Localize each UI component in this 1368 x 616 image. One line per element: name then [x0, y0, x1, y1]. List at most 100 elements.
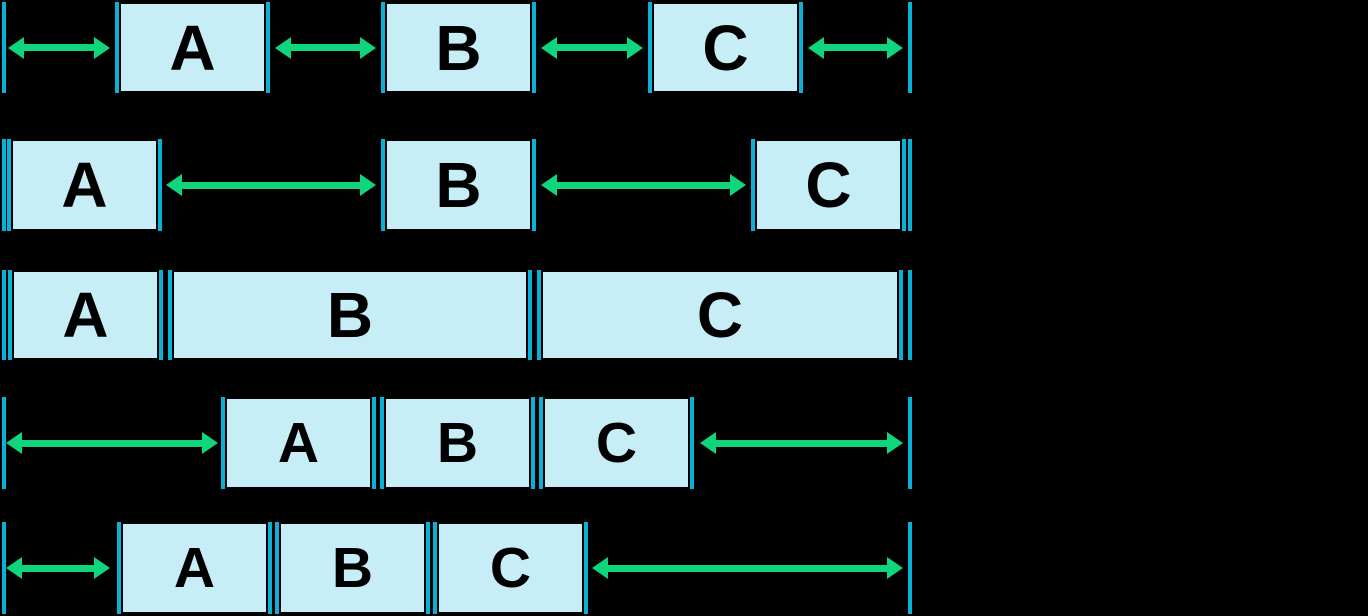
- flex-item-a: A: [8, 270, 163, 360]
- item-start-edge-bar: [275, 522, 279, 614]
- flex-item-c: C: [433, 522, 588, 614]
- item-end-edge-bar: [532, 139, 536, 231]
- arrow-head-right-icon: [627, 36, 643, 59]
- item-box: A: [121, 522, 268, 614]
- arrow-head-left-icon: [541, 174, 557, 196]
- item-label: B: [435, 149, 482, 221]
- row-space-between: A B C: [0, 139, 916, 231]
- item-box: B: [385, 139, 532, 231]
- row-equal-gaps-around-and-between: A B C: [0, 2, 916, 93]
- item-box: A: [12, 270, 159, 360]
- flex-item-a: A: [221, 397, 376, 489]
- item-start-edge-bar: [8, 270, 12, 360]
- container-start-edge-bar: [2, 522, 6, 614]
- item-start-edge-bar: [168, 270, 172, 360]
- item-end-edge-bar: [799, 2, 803, 93]
- item-label: B: [326, 279, 374, 351]
- item-end-edge-bar: [372, 397, 376, 489]
- item-box: C: [755, 139, 902, 231]
- row-centered-group: A B C: [0, 397, 916, 489]
- arrow-head-right-icon: [887, 36, 903, 59]
- container-end-edge-bar: [908, 270, 912, 360]
- flex-item-b: B: [380, 397, 535, 489]
- item-start-edge-bar: [433, 522, 437, 614]
- free-space-arrow: [166, 139, 376, 231]
- arrow-head-right-icon: [730, 174, 746, 196]
- item-end-edge-bar: [902, 139, 906, 231]
- arrow-head-right-icon: [94, 36, 110, 59]
- arrow-head-left-icon: [808, 36, 824, 59]
- item-end-edge-bar: [158, 139, 162, 231]
- item-box: C: [652, 2, 799, 93]
- item-end-edge-bar: [899, 270, 903, 360]
- item-box: A: [119, 2, 266, 93]
- arrow-shaft: [182, 181, 360, 189]
- arrow-shaft: [291, 44, 360, 51]
- item-label: A: [61, 149, 108, 221]
- item-start-edge-bar: [117, 522, 121, 614]
- free-space-arrow: [541, 2, 643, 93]
- arrow-shaft: [557, 181, 730, 189]
- arrow-head-right-icon: [887, 432, 903, 454]
- container-start-edge-bar: [2, 139, 6, 231]
- arrow-shaft: [24, 44, 94, 51]
- item-end-edge-bar: [159, 270, 163, 360]
- item-end-edge-bar: [266, 2, 270, 93]
- arrow-head-left-icon: [166, 174, 182, 196]
- arrow-head-right-icon: [360, 174, 376, 196]
- flex-item-a: A: [115, 2, 270, 93]
- arrow-head-right-icon: [202, 432, 218, 454]
- item-label: C: [489, 535, 532, 600]
- arrow-shaft: [557, 44, 627, 51]
- flex-item-a: A: [7, 139, 162, 231]
- container-start-edge-bar: [2, 397, 6, 489]
- item-start-edge-bar: [648, 2, 652, 93]
- arrow-head-right-icon: [360, 36, 376, 59]
- flex-item-c: C: [537, 270, 903, 360]
- item-end-edge-bar: [268, 522, 272, 614]
- arrow-head-left-icon: [700, 432, 716, 454]
- item-start-edge-bar: [7, 139, 11, 231]
- item-box: C: [541, 270, 899, 360]
- container-end-edge-bar: [908, 397, 912, 489]
- arrow-shaft: [608, 564, 887, 572]
- container-end-edge-bar: [908, 522, 912, 614]
- item-label: B: [435, 11, 482, 84]
- item-label: C: [696, 279, 744, 351]
- item-box: B: [172, 270, 528, 360]
- item-box: B: [279, 522, 426, 614]
- item-label: B: [436, 410, 479, 475]
- arrow-head-left-icon: [6, 557, 22, 579]
- arrow-shaft: [716, 439, 887, 447]
- flex-item-c: C: [751, 139, 906, 231]
- free-space-arrow: [6, 522, 110, 614]
- item-box: C: [543, 397, 690, 489]
- free-space-arrow: [808, 2, 903, 93]
- arrow-shaft: [824, 44, 887, 51]
- arrow-head-left-icon: [592, 557, 608, 579]
- item-end-edge-bar: [531, 397, 535, 489]
- item-label: A: [277, 410, 320, 475]
- item-label: A: [173, 535, 216, 600]
- item-start-edge-bar: [539, 397, 543, 489]
- row-stretch-fill: A B C: [0, 270, 916, 360]
- item-label: C: [595, 410, 638, 475]
- container-end-edge-bar: [908, 2, 912, 93]
- arrow-shaft: [22, 439, 202, 447]
- arrow-head-left-icon: [8, 36, 24, 59]
- flex-item-c: C: [648, 2, 803, 93]
- flex-item-b: B: [168, 270, 532, 360]
- item-end-edge-bar: [528, 270, 532, 360]
- item-label: A: [169, 11, 216, 84]
- free-space-arrow: [592, 522, 903, 614]
- item-label: A: [62, 279, 109, 351]
- item-end-edge-bar: [690, 397, 694, 489]
- item-end-edge-bar: [426, 522, 430, 614]
- item-label: C: [702, 11, 749, 84]
- free-space-arrow: [8, 2, 110, 93]
- item-start-edge-bar: [381, 2, 385, 93]
- item-start-edge-bar: [751, 139, 755, 231]
- free-space-arrow: [275, 2, 376, 93]
